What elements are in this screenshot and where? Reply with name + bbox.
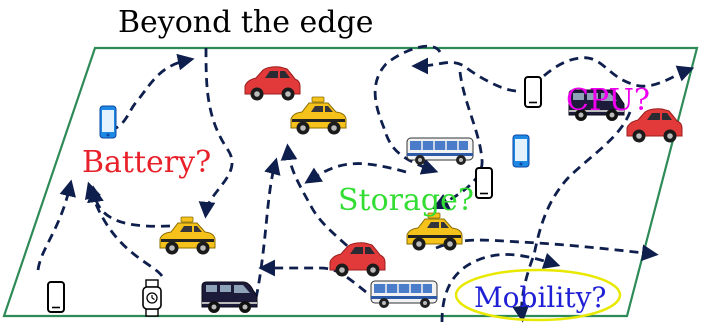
- blue-phone-icon: [99, 105, 117, 139]
- taxi-icon: [406, 212, 463, 251]
- blue-phone-icon: [512, 134, 530, 168]
- van-icon: [201, 281, 258, 314]
- mobility-paths: [36, 44, 695, 323]
- bus-icon: [406, 137, 474, 166]
- smartwatch-icon: [142, 279, 162, 317]
- smartphone-icon: [524, 76, 542, 108]
- edge-plane: [2, 46, 699, 318]
- battery-label: Battery?: [82, 145, 212, 180]
- cpu-label: CPU?: [566, 83, 650, 118]
- taxi-icon: [290, 96, 347, 135]
- storage-label: Storage?: [338, 183, 474, 218]
- mobility-ellipse: [454, 268, 622, 322]
- red-car-icon: [329, 242, 386, 277]
- bus-icon: [370, 280, 438, 309]
- diagram-title: Beyond the edge: [118, 5, 374, 40]
- taxi-icon: [159, 216, 216, 255]
- mobility-label: Mobility?: [474, 281, 607, 314]
- smartphone-icon: [47, 281, 65, 313]
- smartphone-icon: [475, 167, 493, 199]
- red-car-icon: [244, 66, 301, 101]
